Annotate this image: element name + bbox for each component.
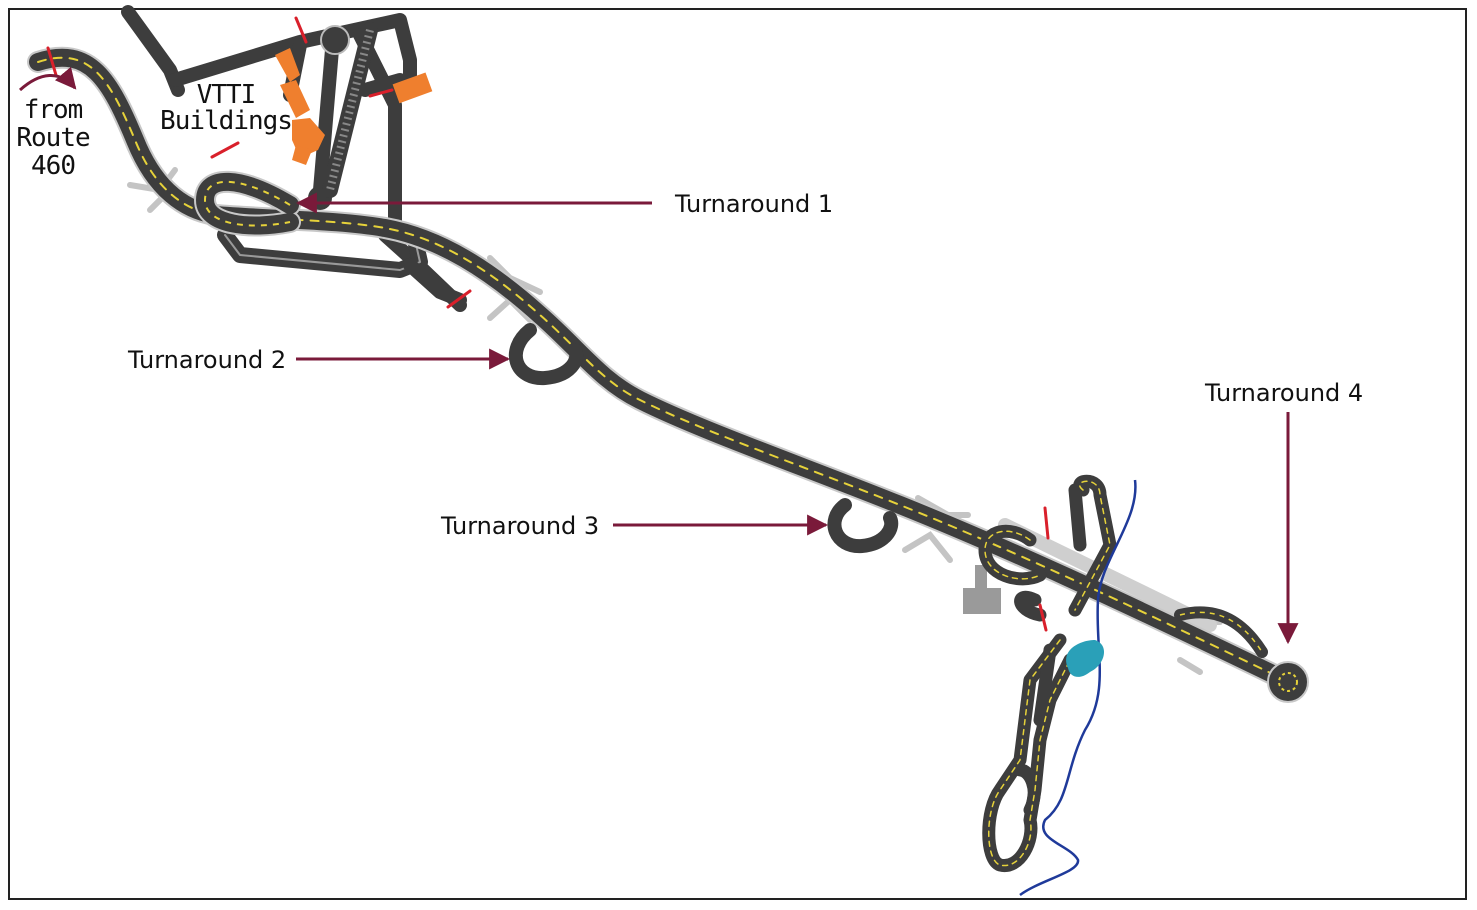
turnaround-1	[193, 170, 301, 237]
vtti-label-line-2: Buildings	[160, 106, 292, 136]
turnaround-2	[508, 323, 584, 386]
campus-circle	[320, 25, 350, 55]
from-route-line-1: from	[24, 95, 83, 125]
grey-parking-stub	[975, 565, 987, 591]
turnaround-4	[1267, 661, 1309, 703]
turnaround-3	[827, 498, 899, 554]
turnaround-1-loop	[217, 227, 467, 307]
from-route-line-2: Route	[16, 123, 90, 153]
turnaround-2-label: Turnaround 2	[127, 346, 286, 374]
campus-dotted-lane	[322, 22, 378, 198]
from-route-line-3: 460	[31, 151, 75, 181]
vtti-buildings	[275, 48, 433, 165]
main-test-road	[27, 46, 1296, 691]
turnaround-3-label: Turnaround 3	[440, 512, 599, 540]
turnaround-1-label: Turnaround 1	[674, 190, 833, 218]
smart-road-complex	[978, 474, 1117, 872]
route-460-arrow	[18, 66, 77, 92]
vtti-label-line-1: VTTI	[197, 80, 256, 110]
pond	[1066, 640, 1105, 677]
turnaround-4-label: Turnaround 4	[1204, 379, 1363, 407]
grey-parallel-road	[998, 518, 1217, 632]
map-frame	[8, 8, 1467, 900]
creek	[1019, 479, 1137, 897]
barrier-marks	[46, 16, 1050, 632]
grey-parking-lot	[963, 588, 1001, 614]
